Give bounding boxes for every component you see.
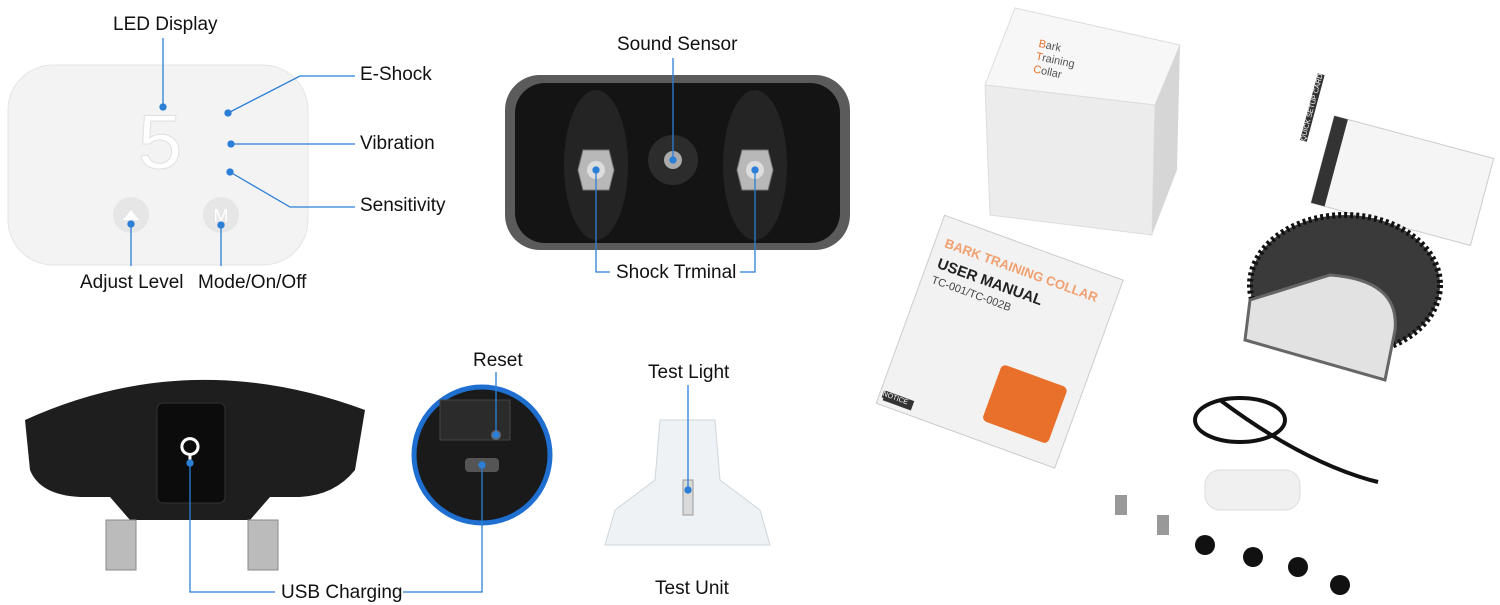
label-reset: Reset <box>473 350 523 371</box>
collar-bottom: ⚲ <box>25 379 365 571</box>
box-title: Bark Training Collar <box>1032 38 1079 84</box>
label-sensitivity: Sensitivity <box>360 195 446 216</box>
label-test-unit: Test Unit <box>655 578 729 599</box>
user-manual: BARK TRAINING COLLAR USER MANUAL TC-001/… <box>875 214 1124 469</box>
label-test-light: Test Light <box>648 362 730 383</box>
label-sound-sensor: Sound Sensor <box>617 34 738 55</box>
usb-cable <box>1193 396 1379 484</box>
mode-button[interactable] <box>203 197 239 233</box>
label-adjust-level: Adjust Level <box>80 272 184 293</box>
label-shock-terminal: Shock Trminal <box>616 262 737 283</box>
label-vibration: Vibration <box>360 133 435 154</box>
label-mode-on-off: Mode/On/Off <box>198 272 307 293</box>
arrow-up-icon <box>123 210 139 220</box>
label-led-display: LED Display <box>113 14 218 35</box>
collar-back <box>505 75 850 250</box>
collar-with-strap <box>1243 212 1443 382</box>
label-usb-charging: USB Charging <box>281 582 403 603</box>
product-box <box>984 7 1181 236</box>
accessories <box>1115 469 1350 595</box>
label-e-shock: E-Shock <box>360 64 432 85</box>
led-digit: 5 <box>136 102 184 193</box>
usb-port-closeup <box>411 384 553 526</box>
collar-front: 5 M <box>7 64 309 266</box>
mode-button-label: M <box>214 206 229 226</box>
leader-lines <box>127 38 759 593</box>
